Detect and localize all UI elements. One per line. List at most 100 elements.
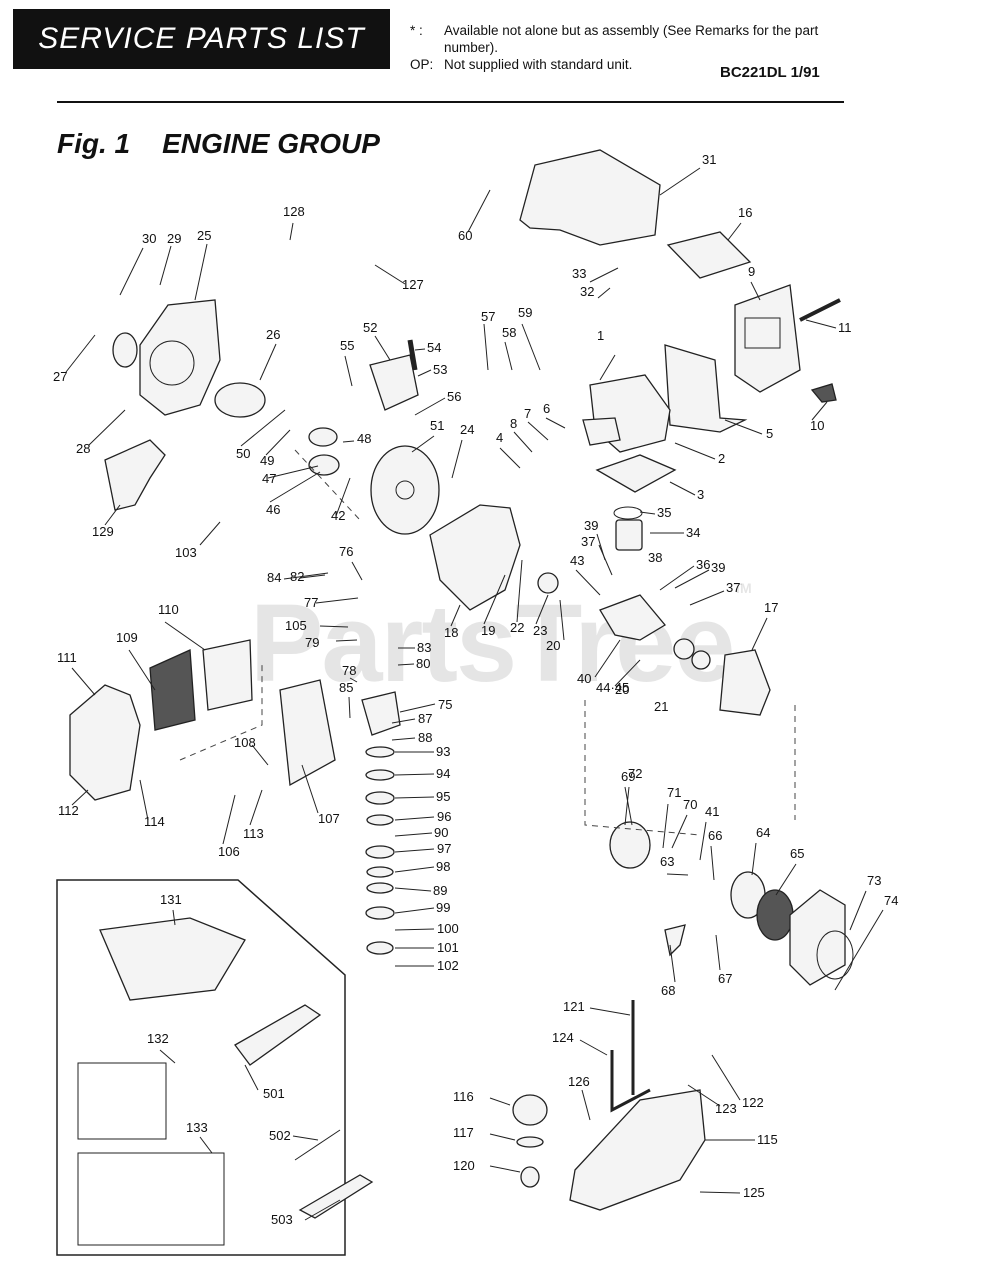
- leader-line: [199, 1136, 213, 1154]
- part-callout-63: 63: [660, 854, 674, 869]
- leader-line: [342, 440, 355, 443]
- nut-part: [810, 383, 837, 403]
- part-callout-42: 42: [331, 508, 345, 523]
- ignition-coil-part: [369, 354, 419, 411]
- part-callout-38: 38: [648, 550, 662, 565]
- leader-line: [164, 621, 206, 651]
- crankcase-part: [429, 504, 521, 611]
- screen-part: [366, 941, 394, 955]
- part-callout-90: 90: [434, 825, 448, 840]
- leader-line: [811, 401, 828, 421]
- part-callout-133: 133: [186, 1120, 208, 1135]
- part-callout-67: 67: [718, 971, 732, 986]
- part-callout-20: 20: [546, 638, 560, 653]
- leader-line: [251, 744, 269, 766]
- part-callout-25: 25: [197, 228, 211, 243]
- leader-line: [589, 1007, 631, 1016]
- part-callout-22: 22: [510, 620, 524, 635]
- part-callout-95: 95: [436, 789, 450, 804]
- leader-line: [451, 439, 463, 479]
- flywheel-part: [370, 445, 440, 535]
- starter-knob-part: [112, 332, 138, 368]
- part-callout-26: 26: [266, 327, 280, 342]
- leader-line: [348, 696, 351, 719]
- part-callout-97: 97: [437, 841, 451, 856]
- part-callout-57: 57: [481, 309, 495, 324]
- part-callout-74: 74: [884, 893, 898, 908]
- leader-line: [504, 341, 513, 371]
- leader-line: [417, 369, 432, 377]
- part-callout-34: 34: [686, 525, 700, 540]
- leader-line: [450, 604, 461, 627]
- leader-line: [671, 814, 688, 849]
- part-callout-73: 73: [867, 873, 881, 888]
- part-callout-106: 106: [218, 844, 240, 859]
- leader-line: [159, 245, 172, 286]
- part-callout-27: 27: [53, 369, 67, 384]
- leader-line: [596, 533, 606, 561]
- part-callout-3: 3: [697, 487, 704, 502]
- pump-cover-part: [365, 845, 395, 859]
- part-callout-113: 113: [243, 826, 264, 841]
- leader-line: [659, 565, 695, 591]
- leader-line: [394, 866, 435, 873]
- part-callout-107: 107: [318, 811, 340, 826]
- leader-line: [659, 167, 701, 196]
- leader-line: [834, 909, 884, 991]
- leader-line: [489, 1165, 521, 1173]
- leader-line: [244, 1064, 259, 1091]
- part-callout-127: 127: [402, 277, 424, 292]
- part-callout-93: 93: [436, 744, 450, 759]
- part-callout-33: 33: [572, 266, 586, 281]
- part-callout-50: 50: [236, 446, 250, 461]
- part-callout-72: 72: [628, 766, 642, 781]
- part-callout-39: 39: [711, 560, 725, 575]
- part-callout-108: 108: [234, 735, 256, 750]
- part-callout-54: 54: [427, 340, 441, 355]
- leader-line: [391, 737, 416, 741]
- leader-line: [724, 419, 763, 435]
- part-callout-502: 502: [269, 1128, 291, 1143]
- leader-line: [545, 417, 566, 429]
- leader-line: [391, 718, 416, 724]
- air-cleaner-cover-part: [69, 684, 141, 801]
- part-callout-68: 68: [661, 983, 675, 998]
- leader-line: [489, 1133, 516, 1141]
- leader-line: [299, 574, 326, 579]
- leader-line: [535, 594, 549, 625]
- gasket-part: [366, 866, 394, 878]
- muffler-part: [734, 284, 801, 393]
- carburetor-case-part: [279, 679, 336, 787]
- model-code: BC221DL 1/91: [720, 64, 820, 81]
- part-callout-9: 9: [748, 264, 755, 279]
- part-callout-75: 75: [438, 697, 452, 712]
- leader-line: [710, 845, 715, 881]
- leader-line: [104, 504, 121, 526]
- part-callout-124: 124: [552, 1030, 574, 1045]
- part-callout-55: 55: [340, 338, 354, 353]
- part-callout-43: 43: [570, 553, 584, 568]
- part-callout-98: 98: [436, 859, 450, 874]
- part-callout-41: 41: [705, 804, 719, 819]
- leader-line: [727, 222, 742, 241]
- gasket-part: [366, 814, 394, 826]
- leader-line: [579, 1039, 608, 1056]
- part-callout-110: 110: [158, 602, 179, 617]
- leader-line: [65, 334, 96, 373]
- leader-line: [598, 544, 613, 576]
- leader-line: [414, 348, 426, 351]
- part-callout-32: 32: [580, 284, 594, 299]
- part-callout-23: 23: [533, 623, 547, 638]
- leader-line: [269, 471, 321, 503]
- part-callout-116: 116: [453, 1089, 474, 1104]
- part-callout-28: 28: [76, 441, 90, 456]
- part-callout-132: 132: [147, 1031, 169, 1046]
- leader-line: [172, 909, 176, 926]
- part-callout-64: 64: [756, 825, 770, 840]
- clutch-shoe-part: [308, 454, 340, 476]
- filter-frame-part: [202, 639, 253, 711]
- leader-line: [394, 832, 433, 837]
- leader-line: [669, 481, 696, 496]
- leader-line: [849, 890, 867, 931]
- fan-housing-hub-part: [149, 340, 195, 386]
